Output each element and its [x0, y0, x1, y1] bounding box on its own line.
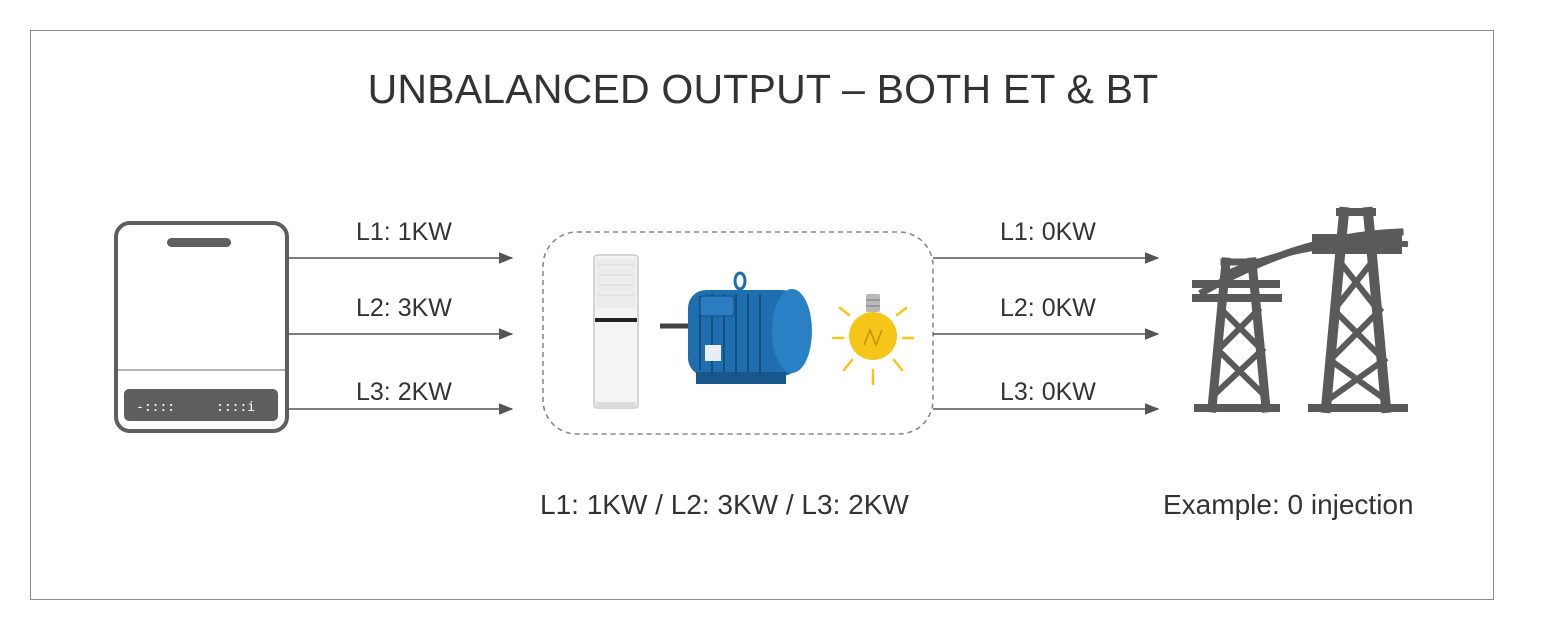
label-l3-in: L3: 2KW: [356, 378, 452, 406]
diagram-title: UNBALANCED OUTPUT – BOTH ET & BT: [367, 66, 1159, 112]
power-pylon-icon: [1192, 206, 1409, 414]
inverter-to-load-arrows: [288, 252, 514, 415]
svg-text:-::::: -::::: [136, 400, 175, 415]
label-l2-in: L2: 3KW: [356, 294, 452, 322]
light-bulb-icon: [831, 294, 915, 386]
svg-text:::::i: ::::i: [216, 400, 255, 415]
label-l1-out: L1: 0KW: [1000, 218, 1096, 246]
load-box: [542, 231, 934, 435]
load-to-grid-arrows: [933, 252, 1160, 415]
label-l3-out: L3: 0KW: [1000, 378, 1096, 406]
label-l2-out: L2: 0KW: [1000, 294, 1096, 322]
load-caption: L1: 1KW / L2: 3KW / L3: 2KW: [540, 489, 909, 520]
label-l1-in: L1: 1KW: [356, 218, 452, 246]
air-conditioner-icon: [593, 254, 639, 409]
grid-caption: Example: 0 injection: [1163, 489, 1414, 520]
diagram-frame: [30, 30, 1494, 600]
inverter-icon: -:::: ::::i: [114, 221, 289, 433]
electric-motor-icon: [660, 271, 812, 384]
